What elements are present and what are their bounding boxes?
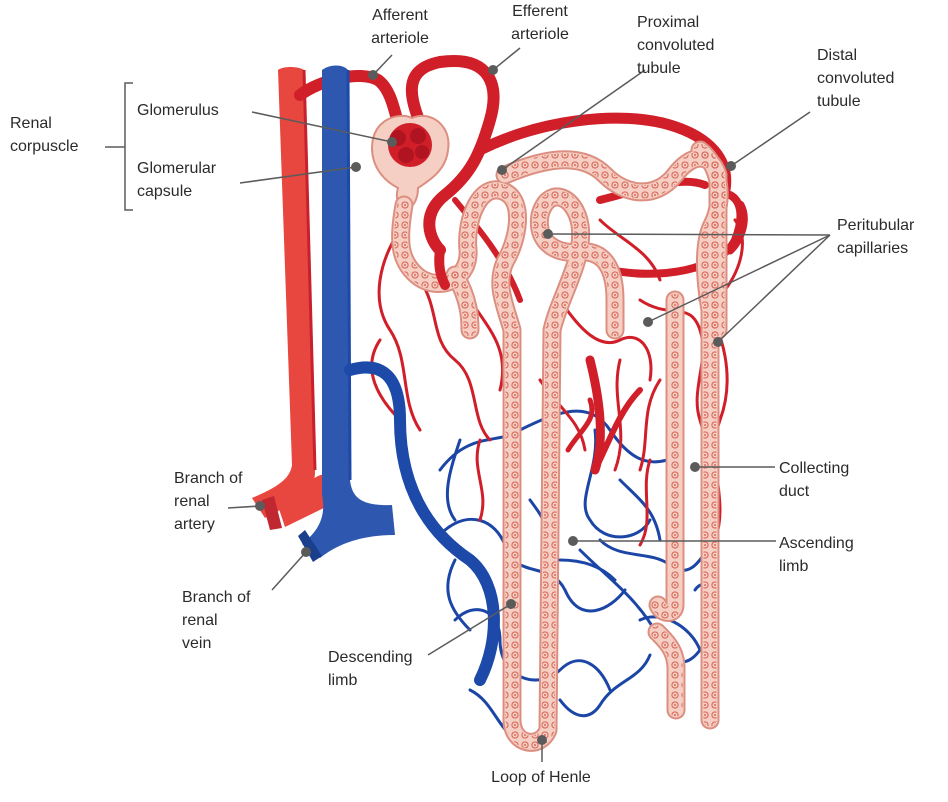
label-efferent-arteriole: Efferent arteriole xyxy=(511,3,569,43)
label-distal-convoluted-tubule: Distal convoluted tubule xyxy=(817,47,895,110)
afferent-arteriole-vessel xyxy=(294,69,406,136)
label-branch-of-renal-vein: Branch of renal vein xyxy=(182,589,251,652)
label-glomerulus: Glomerulus xyxy=(137,102,219,119)
label-descending-limb: Descending limb xyxy=(328,649,413,689)
label-renal-corpuscle: Renal corpuscle xyxy=(10,115,79,155)
renal-vein-branch xyxy=(298,65,395,562)
label-branch-of-renal-artery: Branch of renal artery xyxy=(174,470,243,533)
leader-lines xyxy=(105,47,831,762)
label-peritubular-capillaries: Peritubular capillaries xyxy=(837,217,915,257)
label-proximal-convoluted-tubule: Proximal convoluted tubule xyxy=(637,14,715,77)
label-afferent-arteriole: Afferent arteriole xyxy=(371,7,429,47)
foreground-vessels xyxy=(434,245,617,582)
nephron-tubule xyxy=(391,140,729,752)
renal-corpuscle-structure xyxy=(370,114,450,210)
label-glomerular-capsule: Glomerular capsule xyxy=(137,160,217,200)
label-loop-of-henle: Loop of Henle xyxy=(491,769,591,786)
vein-arcade xyxy=(344,361,500,686)
label-collecting-duct: Collecting duct xyxy=(779,460,850,500)
leader-dots xyxy=(255,65,736,745)
label-ascending-limb: Ascending limb xyxy=(779,535,854,575)
